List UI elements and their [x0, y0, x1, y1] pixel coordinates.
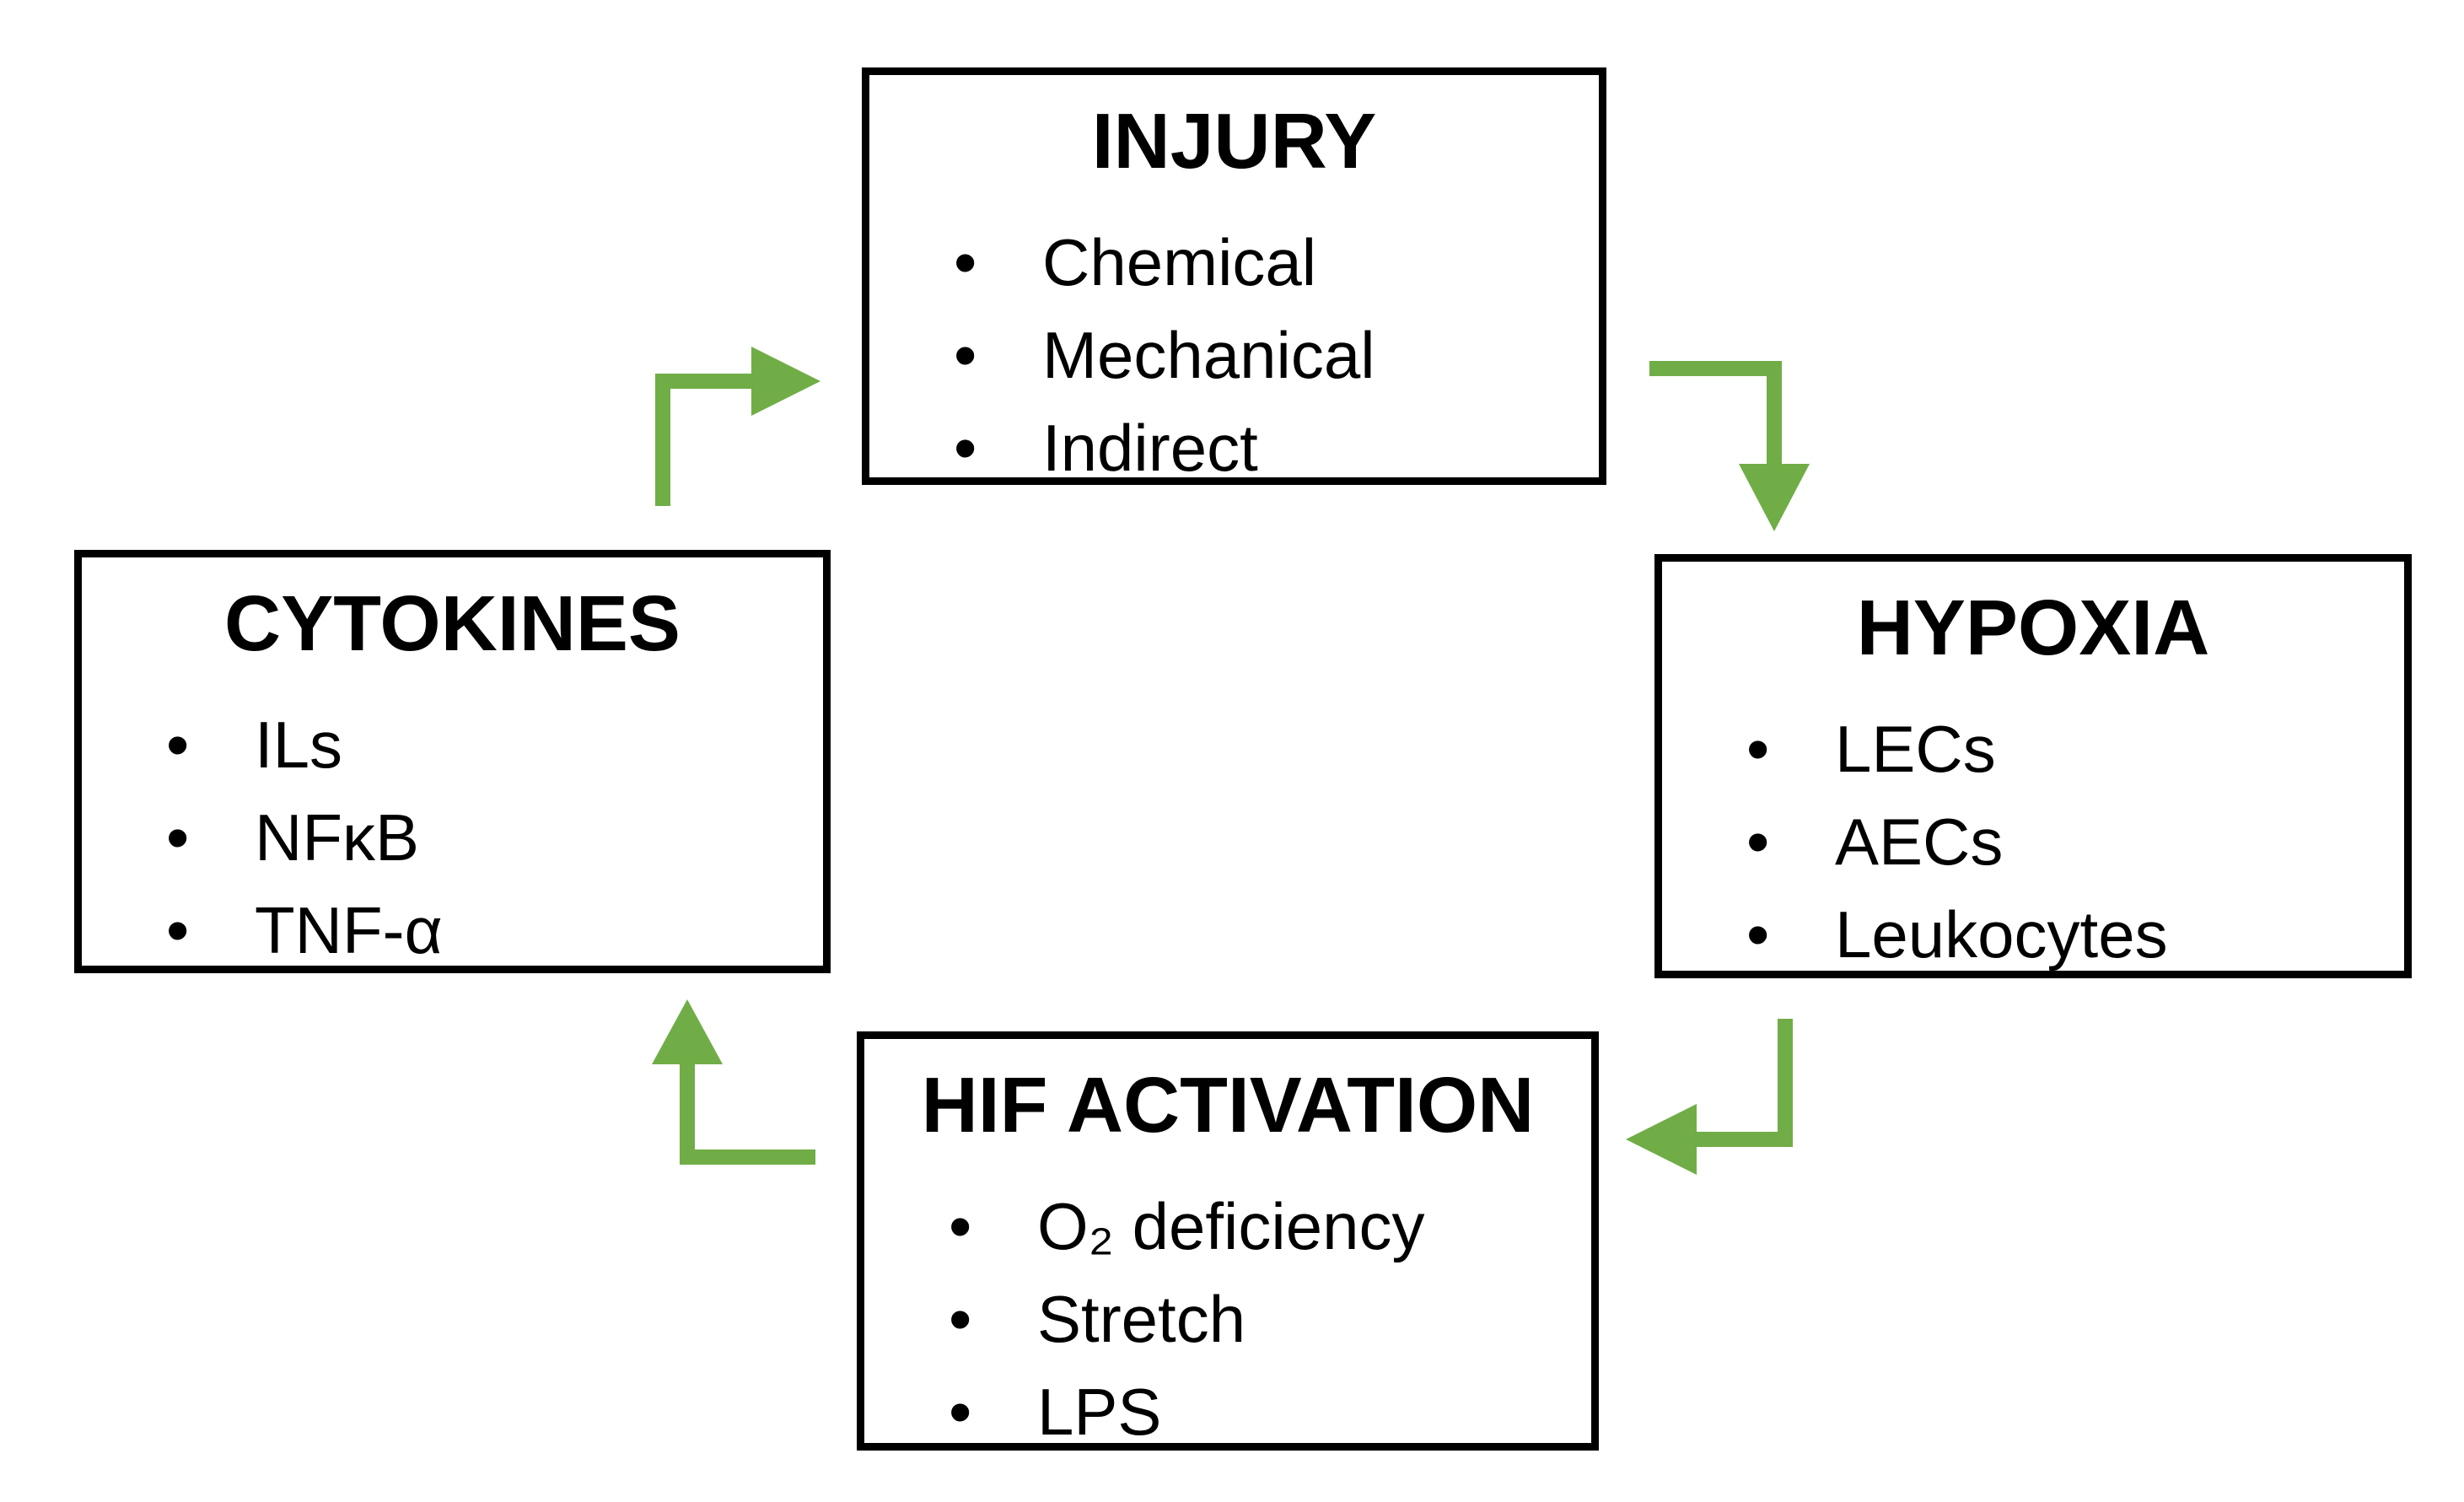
list-item: • Leukocytes — [1746, 888, 2404, 981]
node-list-injury: • Chemical • Mechanical • Indirect — [869, 216, 1599, 494]
bullet-text: LECs — [1835, 712, 1996, 786]
bullet-dot-icon: • — [166, 800, 190, 875]
bullet-dot-icon: • — [1746, 897, 1770, 972]
list-item: • Stretch — [949, 1273, 1591, 1365]
bullet-text: ILs — [255, 708, 343, 782]
node-title-hypoxia: HYPOXIA — [1856, 584, 2210, 671]
list-item: • Chemical — [954, 216, 1599, 309]
bullet-dot-icon: • — [1746, 805, 1770, 879]
bullet-dot-icon: • — [1746, 712, 1770, 786]
bullet-dot-icon: • — [954, 411, 977, 485]
node-cytokines: CYTOKINES • ILs • NFκB • TNF-α — [74, 550, 831, 973]
node-hypoxia: HYPOXIA • LECs • AECs • Leukocytes — [1654, 554, 2412, 978]
node-list-cytokines: • ILs • NFκB • TNF-α — [82, 698, 823, 977]
list-item: • Indirect — [954, 401, 1599, 494]
bullet-text: Chemical — [1042, 225, 1317, 299]
list-item: • TNF-α — [166, 884, 823, 977]
list-item: • O₂ deficiency — [949, 1180, 1591, 1273]
node-list-hif-activation: • O₂ deficiency • Stretch • LPS — [864, 1180, 1591, 1458]
bullet-text: Mechanical — [1042, 318, 1375, 392]
list-item: • LPS — [949, 1365, 1591, 1458]
list-item: • AECs — [1746, 795, 2404, 888]
list-item: • ILs — [166, 698, 823, 791]
bullet-text: TNF-α — [255, 893, 443, 967]
arrow-injury-to-hypoxia-icon — [1649, 361, 1810, 531]
bullet-text: O₂ deficiency — [1037, 1189, 1425, 1263]
list-item: • Mechanical — [954, 309, 1599, 401]
bullet-dot-icon: • — [954, 225, 977, 299]
bullet-dot-icon: • — [949, 1375, 972, 1449]
bullet-text: Leukocytes — [1835, 897, 2168, 972]
node-list-hypoxia: • LECs • AECs • Leukocytes — [1662, 703, 2404, 981]
bullet-text: LPS — [1037, 1375, 1162, 1449]
list-item: • NFκB — [166, 791, 823, 884]
node-title-injury: INJURY — [1091, 97, 1377, 185]
bullet-text: NFκB — [255, 800, 419, 875]
bullet-dot-icon: • — [949, 1189, 972, 1263]
arrow-cytokines-to-injury-icon — [655, 347, 820, 506]
node-hif-activation: HIF ACTIVATION • O₂ deficiency • Stretch… — [857, 1031, 1599, 1451]
bullet-text: Stretch — [1037, 1282, 1246, 1356]
arrow-hypoxia-to-hif-activation-icon — [1626, 1019, 1793, 1175]
node-title-cytokines: CYTOKINES — [224, 579, 681, 667]
bullet-dot-icon: • — [166, 708, 190, 782]
node-title-hif-activation: HIF ACTIVATION — [921, 1061, 1535, 1149]
bullet-dot-icon: • — [954, 318, 977, 392]
bullet-text: AECs — [1835, 805, 2004, 879]
bullet-dot-icon: • — [949, 1282, 972, 1356]
node-injury: INJURY • Chemical • Mechanical • Indirec… — [862, 67, 1606, 485]
bullet-dot-icon: • — [166, 893, 190, 967]
bullet-text: Indirect — [1042, 411, 1258, 485]
list-item: • LECs — [1746, 703, 2404, 795]
arrow-hif-activation-to-cytokines-icon — [652, 999, 815, 1165]
